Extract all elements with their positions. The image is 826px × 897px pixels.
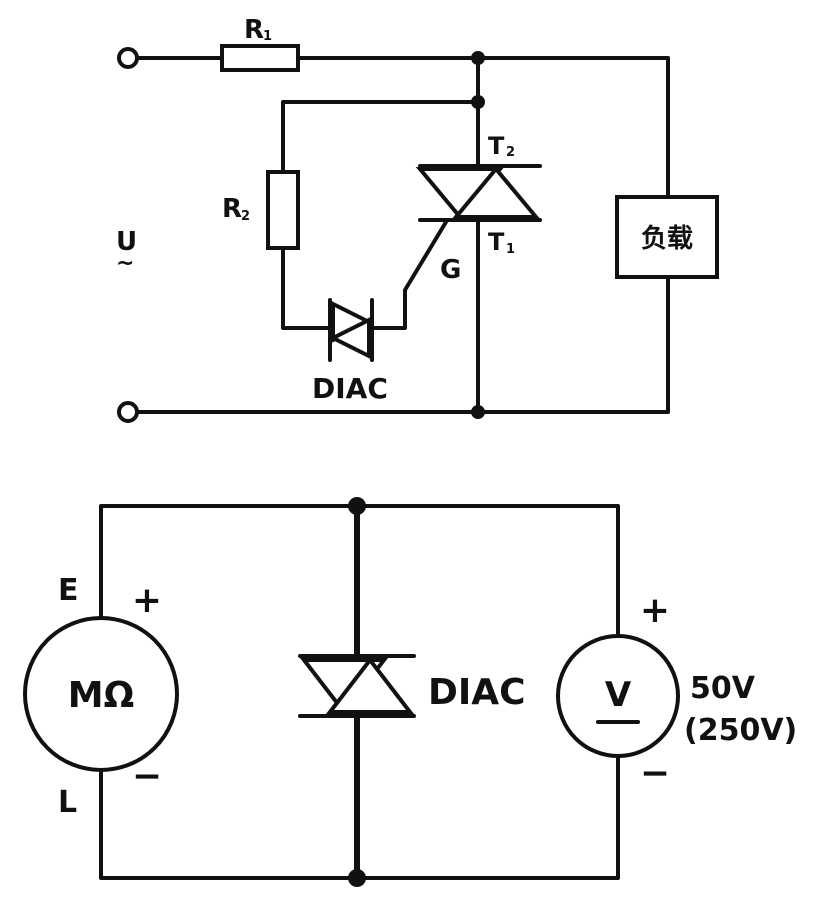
t2-subscript: 2 — [506, 145, 515, 160]
input-terminal-top — [117, 47, 139, 69]
resistor-r2 — [266, 170, 300, 250]
junction-top-2 — [348, 497, 366, 515]
triac-control-circuit: R 1 负载 R 2 T 2 T 1 G — [116, 15, 719, 423]
megger-minus: − — [132, 756, 162, 797]
megger-plus: + — [132, 580, 162, 621]
r1-subscript: 1 — [263, 29, 272, 44]
load-box — [615, 195, 719, 279]
load-label: 负载 — [641, 224, 693, 254]
input-terminal-bottom — [117, 401, 139, 423]
diac-symbol-2 — [298, 654, 416, 718]
wire-gate — [370, 220, 448, 330]
voltmeter — [556, 634, 680, 758]
source-ac-symbol: ~ — [116, 251, 134, 276]
megger-label: MΩ — [68, 675, 134, 716]
wire-bottom — [135, 275, 670, 414]
diac-symbol-1 — [328, 298, 374, 362]
e-label: E — [58, 573, 79, 608]
megger — [23, 616, 179, 772]
wire-top-right — [296, 56, 670, 199]
range-label-250v: (250V) — [684, 713, 797, 748]
diac-label-1: DIAC — [312, 372, 388, 405]
r1-label: R — [244, 15, 264, 45]
resistor-r1 — [220, 44, 300, 72]
junction-bottom — [471, 405, 485, 419]
triac-symbol — [415, 164, 542, 222]
wire-r2-branch — [281, 100, 480, 174]
wire-r2-down — [281, 246, 332, 330]
t1-label: T — [488, 228, 505, 256]
l-label: L — [58, 785, 77, 820]
junction-top — [471, 51, 485, 65]
voltmeter-plus: + — [640, 590, 670, 631]
gate-label: G — [440, 255, 461, 285]
r2-label: R — [222, 194, 242, 224]
t2-label: T — [488, 132, 505, 160]
source-label: U — [116, 227, 137, 257]
diac-test-circuit: MΩ E L + − DIAC V + − 50V (250V) — [23, 497, 797, 887]
voltmeter-label: V — [605, 675, 632, 715]
diac-label-2: DIAC — [428, 672, 526, 713]
r2-subscript: 2 — [241, 209, 250, 224]
t1-subscript: 1 — [506, 242, 515, 257]
range-label-50v: 50V — [690, 671, 756, 706]
junction-bottom-2 — [348, 869, 366, 887]
voltmeter-minus: − — [640, 753, 670, 794]
